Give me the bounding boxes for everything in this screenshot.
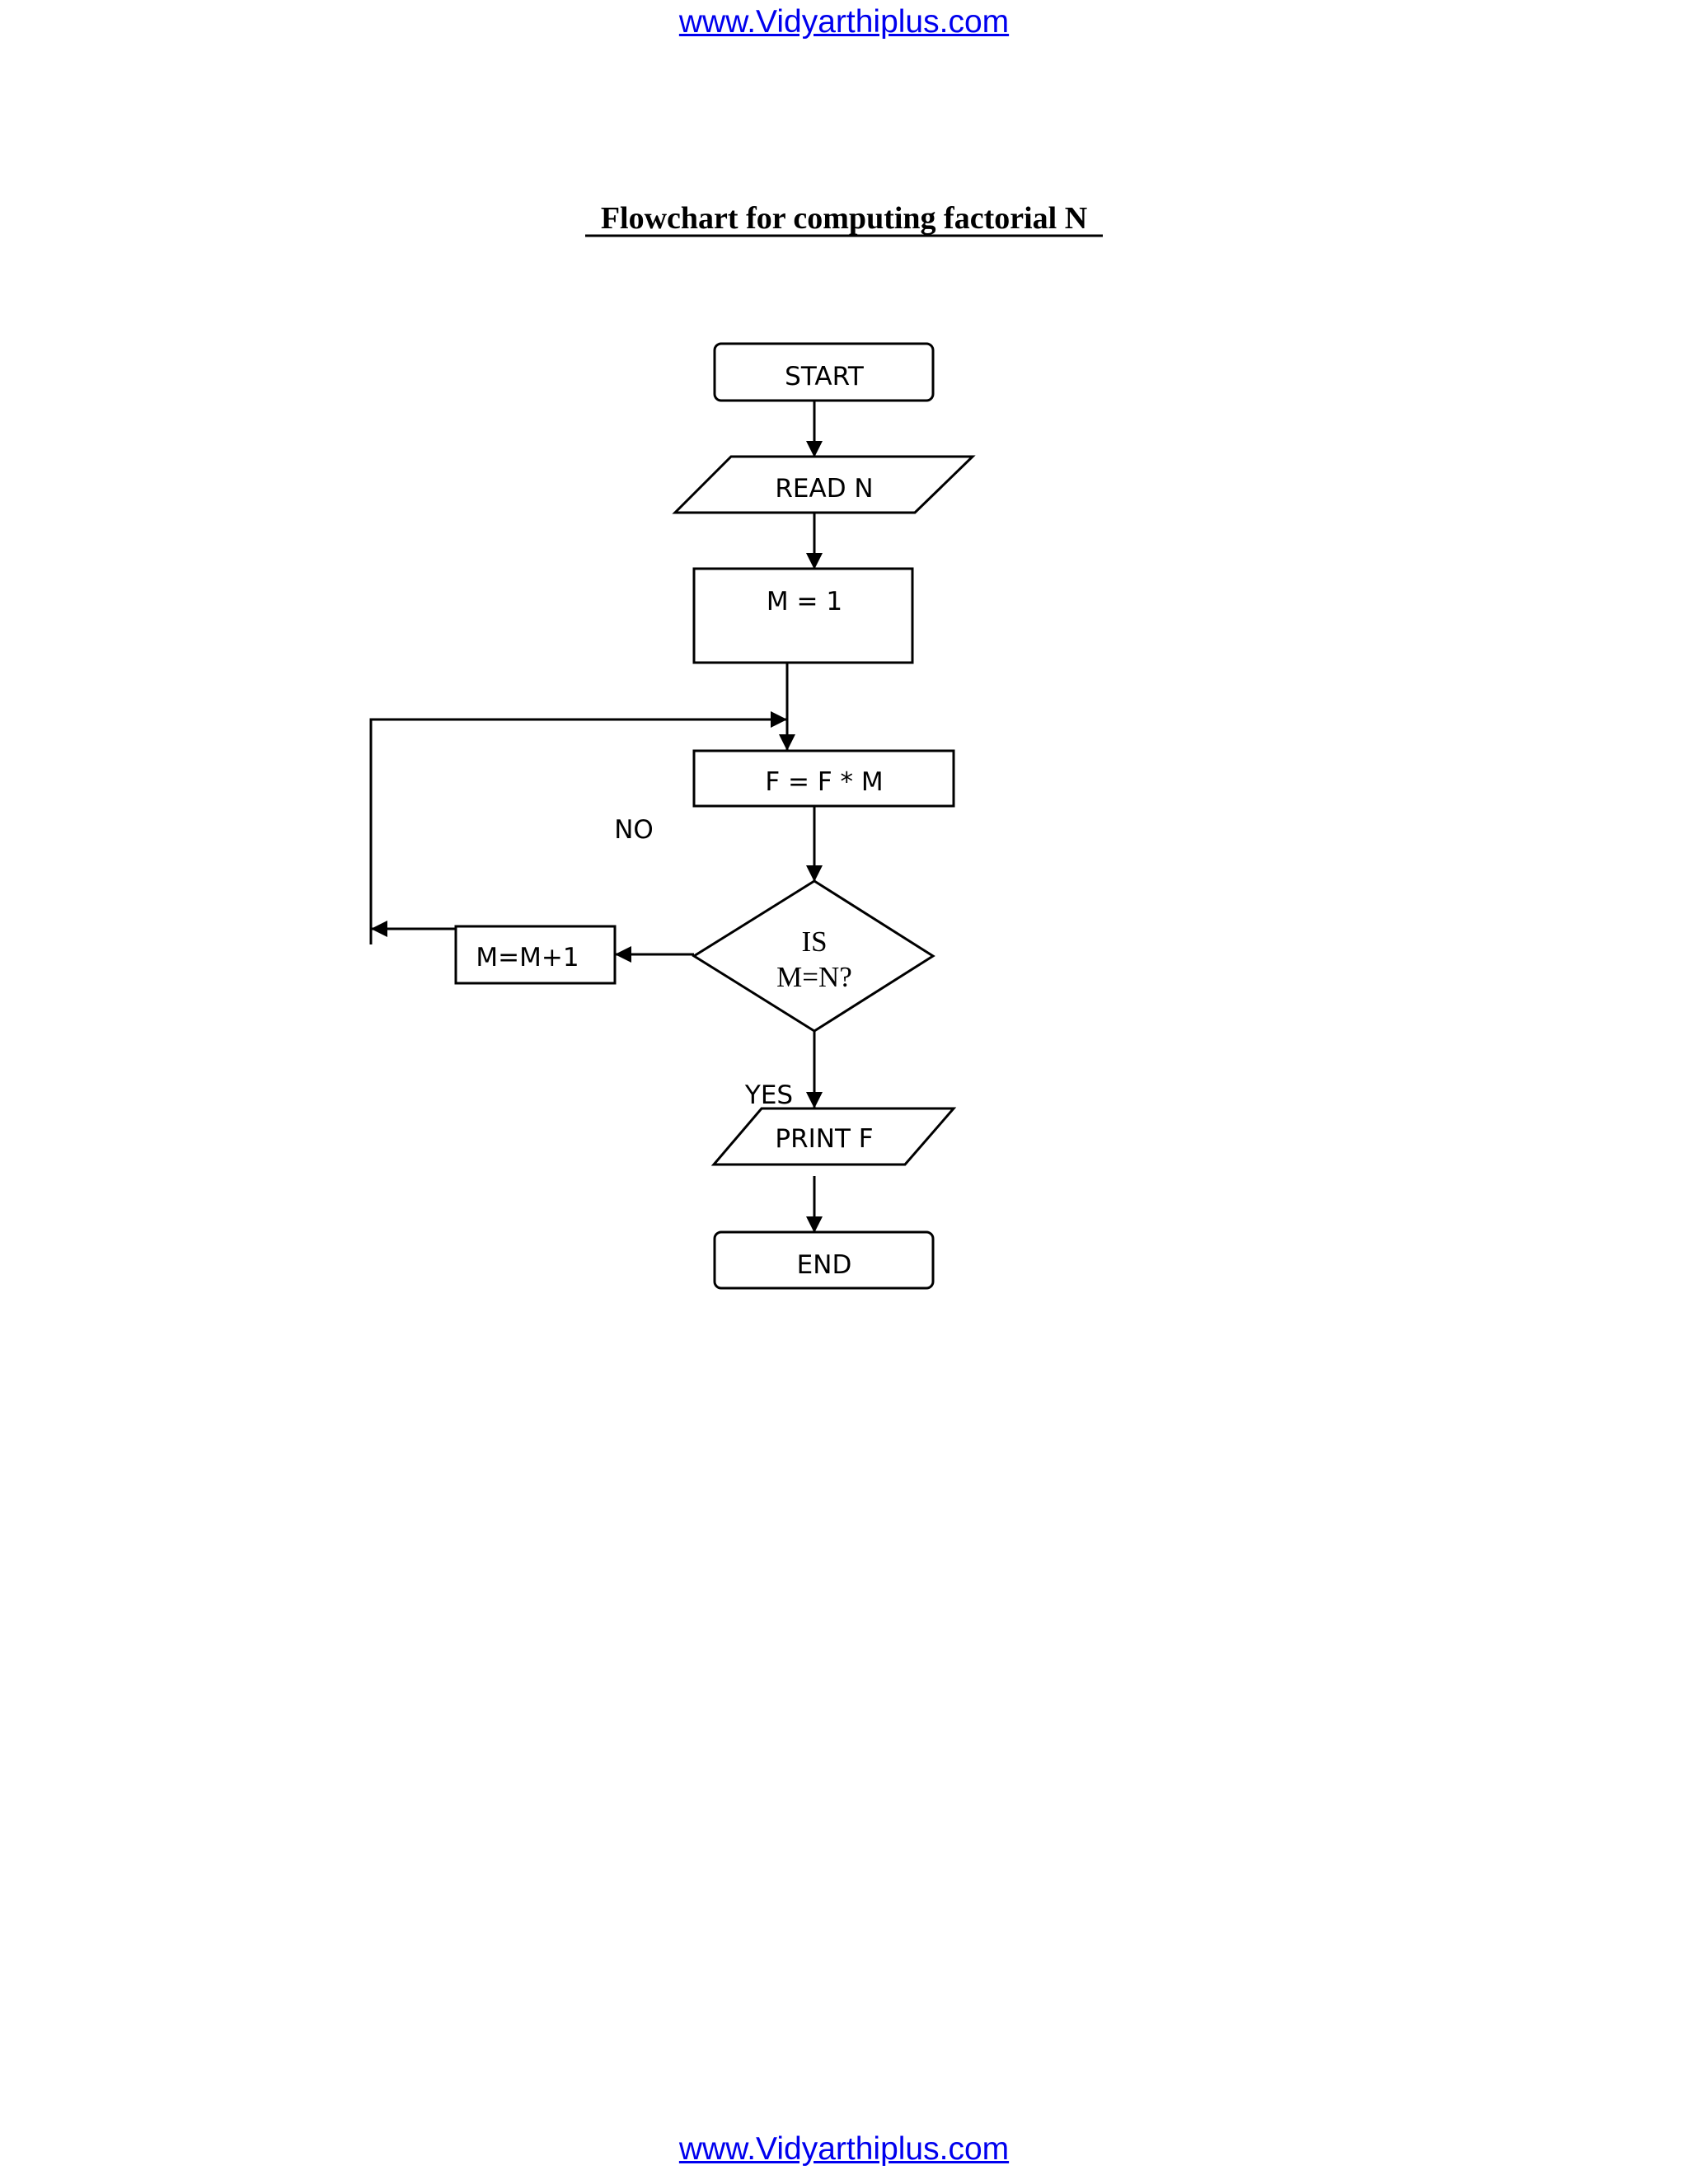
start-terminal — [713, 342, 935, 402]
decision-line2: M=N? — [776, 961, 852, 993]
end-terminal — [713, 1230, 935, 1290]
page-title: Flowchart for computing factorial N — [601, 201, 1087, 236]
increment-m-process — [454, 925, 617, 985]
read-n-io — [672, 455, 976, 514]
increment-m-label: M=M+1 — [476, 943, 579, 972]
yes-label: YES — [744, 1080, 793, 1110]
end-label: END — [797, 1250, 852, 1280]
print-f-io — [710, 1107, 957, 1166]
footer-site-link[interactable]: www.Vidyarthiplus.com — [678, 2131, 1010, 2167]
read-n-label: READ N — [775, 474, 873, 504]
decision-line1: IS — [801, 926, 827, 958]
edge-loop-top — [369, 711, 787, 944]
init-m-process — [692, 567, 914, 664]
compute-f-process — [692, 749, 955, 808]
start-label: START — [785, 362, 865, 391]
init-m-label: M = 1 — [767, 587, 842, 616]
print-f-label: PRINT F — [775, 1124, 873, 1154]
compute-f-label: F = F * M — [765, 767, 883, 797]
header-site-link[interactable]: www.Vidyarthiplus.com — [678, 4, 1010, 40]
no-label: NO — [614, 815, 654, 845]
